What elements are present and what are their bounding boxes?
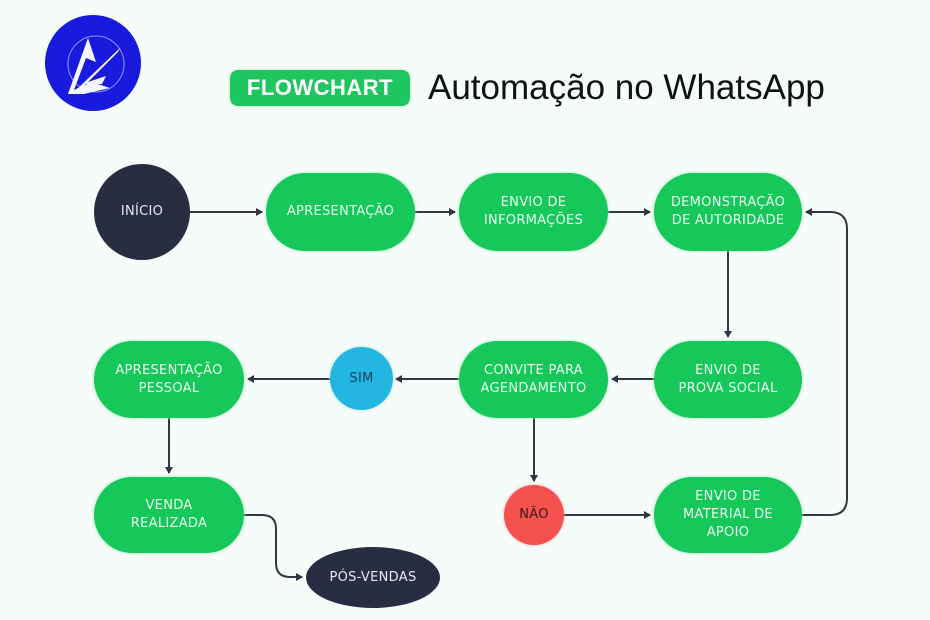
brand-logo-icon bbox=[45, 15, 141, 111]
edge-venda-pos-vendas bbox=[244, 514, 303, 581]
node-nao: NÃO bbox=[504, 485, 564, 545]
edge-material-demonstracao bbox=[802, 208, 848, 516]
node-envio-informacoes: ENVIO DE INFORMAÇÕES bbox=[459, 173, 608, 251]
flowchart-badge: FLOWCHART bbox=[230, 70, 410, 106]
node-apresentacao-pessoal: APRESENTAÇÃO PESSOAL bbox=[94, 341, 244, 418]
node-sim: SIM bbox=[330, 347, 393, 410]
node-demonstracao-autoridade: DEMONSTRAÇÃO DE AUTORIDADE bbox=[654, 173, 802, 251]
node-venda-realizada: VENDA REALIZADA bbox=[94, 477, 244, 553]
node-apresentacao: APRESENTAÇÃO bbox=[266, 173, 415, 251]
node-pos-vendas: PÓS-VENDAS bbox=[306, 547, 440, 608]
node-convite-agendamento: CONVITE PARA AGENDAMENTO bbox=[459, 341, 608, 418]
page-title: Automação no WhatsApp bbox=[428, 68, 825, 107]
node-envio-material-apoio: ENVIO DE MATERIAL DE APOIO bbox=[654, 477, 802, 553]
node-inicio: INÍCIO bbox=[94, 164, 190, 260]
node-envio-prova-social: ENVIO DE PROVA SOCIAL bbox=[654, 341, 802, 418]
